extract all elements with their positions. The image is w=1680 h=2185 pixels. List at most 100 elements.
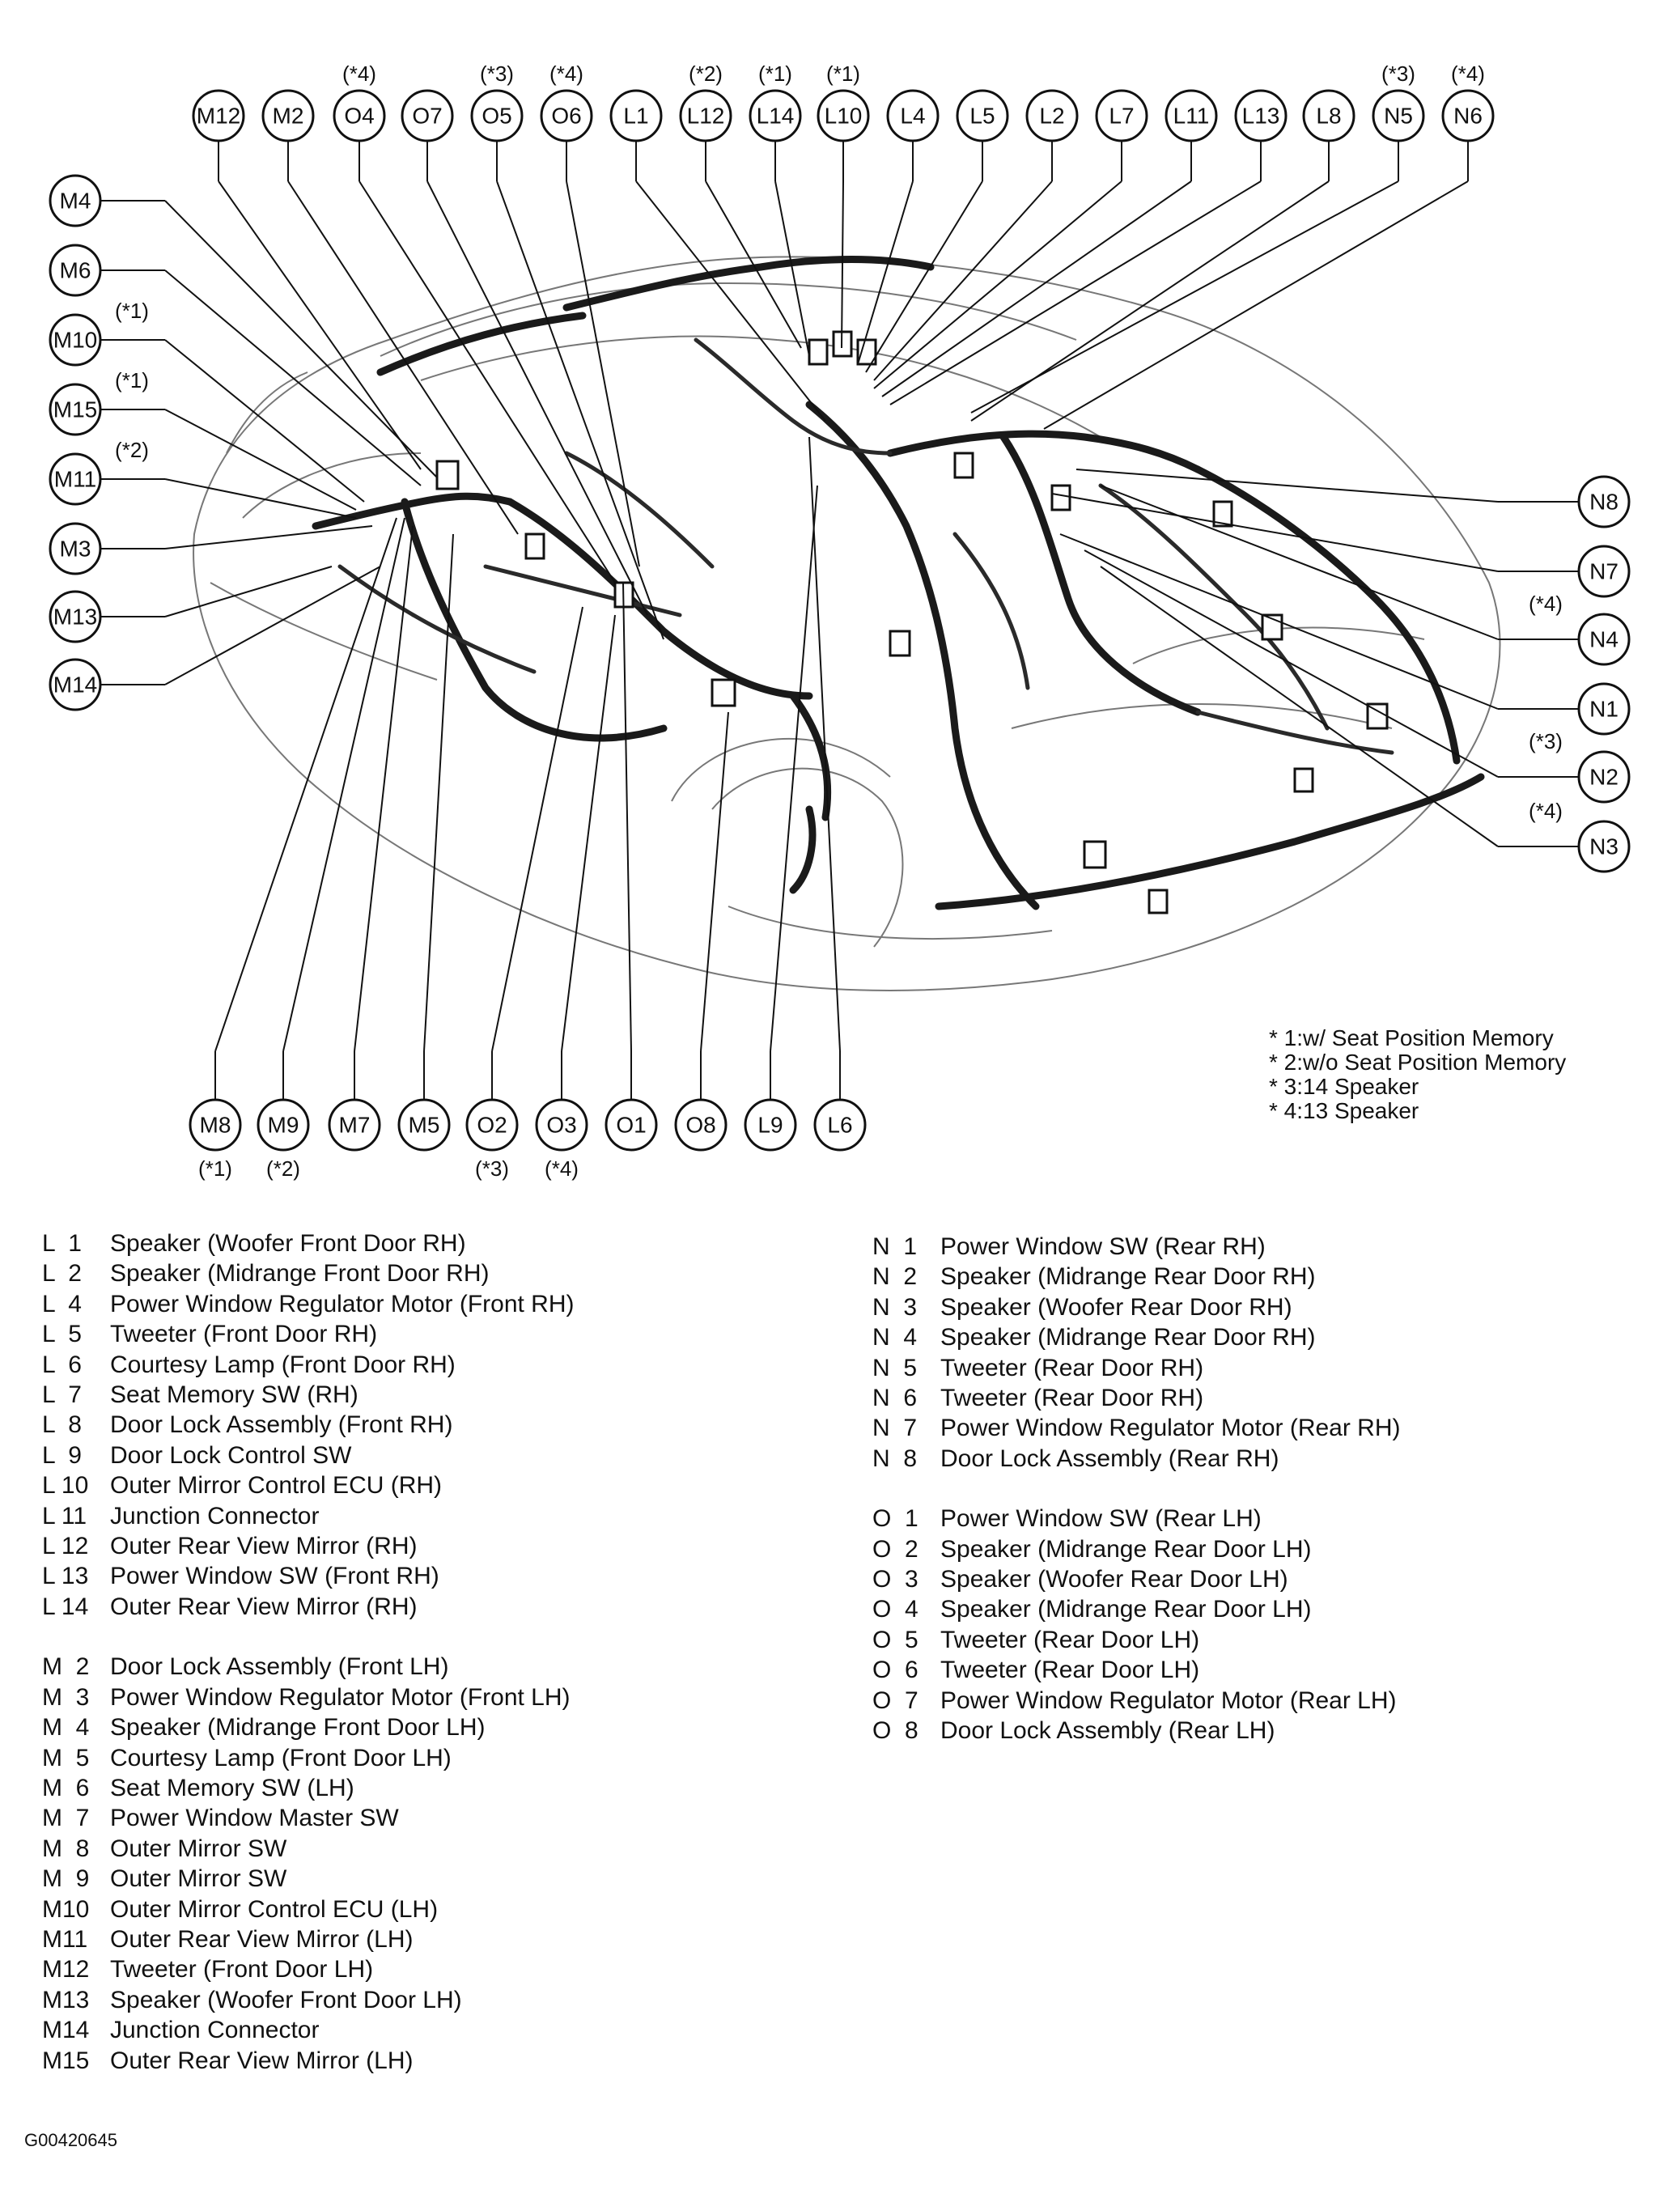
callout-label: O5 xyxy=(482,104,511,129)
legend-code: M15 xyxy=(42,2047,90,2074)
legend-description: Power Window Regulator Motor (Front LH) xyxy=(110,1683,571,1711)
callout-circle xyxy=(1577,820,1631,873)
legend-description: Junction Connector xyxy=(110,2017,320,2044)
callout-circle xyxy=(261,89,315,142)
legend-description: Tweeter (Front Door RH) xyxy=(110,1321,378,1348)
callout-n8: N8 xyxy=(1577,475,1631,528)
legend-code: O 5 xyxy=(872,1626,918,1653)
callout-label: L10 xyxy=(825,104,863,129)
callout-label: M10 xyxy=(53,328,97,353)
callout-label: O6 xyxy=(551,104,581,129)
callout-circle xyxy=(744,1098,797,1152)
leader-l1 xyxy=(635,180,826,422)
leader-m12 xyxy=(218,180,422,470)
callout-label: L8 xyxy=(1316,104,1341,129)
legend-code: L 6 xyxy=(42,1351,82,1378)
legend-code: L 13 xyxy=(42,1563,89,1590)
callout-circle xyxy=(605,1098,658,1152)
callout-circle xyxy=(609,89,663,142)
callout-label: O7 xyxy=(412,104,442,129)
callout-m6: M6 xyxy=(49,244,102,297)
leader-m9 xyxy=(282,517,405,1052)
callout-l5: L5 xyxy=(956,89,1009,142)
legend-code: N 4 xyxy=(872,1324,918,1351)
callout-label: M5 xyxy=(409,1113,440,1138)
car-body-outline xyxy=(193,256,1501,991)
legend-description: Door Lock Assembly (Rear RH) xyxy=(940,1445,1279,1472)
callout-circle xyxy=(257,1098,310,1152)
callout-circle xyxy=(1577,613,1631,666)
callout-label: M11 xyxy=(54,467,96,492)
callout-circle xyxy=(1577,750,1631,804)
callout-circle xyxy=(956,89,1009,142)
legend-code: N 7 xyxy=(872,1415,918,1442)
callout-circle xyxy=(49,522,102,575)
legend-description: Outer Mirror Control ECU (LH) xyxy=(110,1895,439,1923)
callout-circle xyxy=(1577,682,1631,736)
callout-n6: N6(*4) xyxy=(1441,62,1495,142)
legend-description: Outer Mirror Control ECU (RH) xyxy=(110,1472,443,1500)
callout-label: M7 xyxy=(339,1113,371,1138)
legend-code: O 3 xyxy=(872,1566,918,1593)
legend-description: Speaker (Midrange Rear Door LH) xyxy=(940,1535,1312,1563)
callout-m14: M14 xyxy=(49,658,102,711)
callout-circle xyxy=(674,1098,728,1152)
callout-o5: O5(*3) xyxy=(470,62,524,142)
legend-code: O 4 xyxy=(872,1596,918,1623)
callout-l1: L1 xyxy=(609,89,663,142)
leader-m2 xyxy=(287,180,519,535)
leader-m13 xyxy=(164,566,333,617)
callout-circle xyxy=(679,89,732,142)
legend-description: Power Window SW (Rear RH) xyxy=(940,1233,1266,1260)
legend-code: N 2 xyxy=(872,1263,918,1291)
legend-description: Outer Mirror SW xyxy=(110,1865,287,1893)
callout-label: O8 xyxy=(685,1113,715,1138)
legend-description: Tweeter (Front Door LH) xyxy=(110,1956,374,1983)
callout-m8: M8(*1) xyxy=(189,1098,242,1181)
leader-o6 xyxy=(566,180,640,567)
callout-o4: O4(*4) xyxy=(333,62,386,142)
legend-code: M 6 xyxy=(42,1774,90,1801)
legend-description: Tweeter (Rear Door LH) xyxy=(940,1657,1200,1684)
legend-code: L 7 xyxy=(42,1381,82,1409)
leader-l11 xyxy=(881,180,1192,397)
callout-m3: M3 xyxy=(49,522,102,575)
callout-m11: M11(*2) xyxy=(49,438,149,506)
leader-m3 xyxy=(164,525,373,549)
legend-description: Seat Memory SW (LH) xyxy=(110,1774,354,1801)
callout-circle xyxy=(1025,89,1079,142)
callout-circle xyxy=(189,1098,242,1152)
callout-label: O2 xyxy=(477,1113,507,1138)
callout-circle xyxy=(817,89,870,142)
callout-label: L7 xyxy=(1109,104,1134,129)
callout-label: L11 xyxy=(1173,104,1210,129)
leader-m15 xyxy=(164,409,357,511)
callout-circle xyxy=(470,89,524,142)
callout-label: O4 xyxy=(344,104,374,129)
legend-code: N 6 xyxy=(872,1385,918,1412)
legend-description: Speaker (Midrange Rear Door RH) xyxy=(940,1324,1316,1351)
leader-m14 xyxy=(164,566,381,685)
legend-code: M 3 xyxy=(42,1683,90,1711)
callout-o2: O2(*3) xyxy=(465,1098,519,1181)
footnote: * 1:w/ Seat Position Memory xyxy=(1269,1025,1554,1050)
callout-o7: O7 xyxy=(401,89,454,142)
callout-l14: L14 (*1) xyxy=(749,62,802,142)
callout-label: L12 xyxy=(687,104,725,129)
callout-m10: M10(*1) xyxy=(49,299,149,367)
callout-l13: L13 xyxy=(1234,89,1288,142)
callout-note: (*1) xyxy=(758,62,792,86)
callout-label: L14 xyxy=(757,104,795,129)
